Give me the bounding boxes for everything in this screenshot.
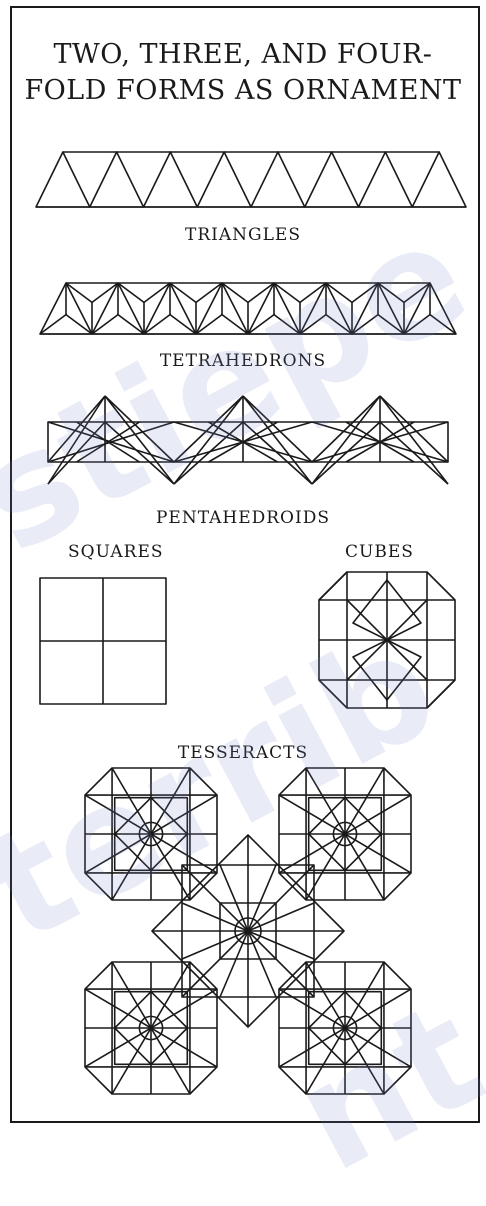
tetra-edge <box>378 283 404 302</box>
tetra-edge <box>144 315 170 334</box>
tetra-edge <box>352 315 378 334</box>
triangle-mark <box>251 152 305 207</box>
triangle-mark <box>305 152 359 207</box>
tetra-edge <box>118 283 144 302</box>
tetra-edge <box>430 315 456 334</box>
tetra-edge <box>352 283 378 302</box>
tetra-edge <box>248 283 274 302</box>
tetra-edge <box>274 315 300 334</box>
triangle-mark <box>412 152 466 207</box>
triangles-band <box>0 0 486 1126</box>
tetra-edge <box>92 315 118 334</box>
caption-triangles: TRIANGLES <box>0 225 486 245</box>
penta-outline <box>312 396 380 484</box>
ornament-plate: TWO, THREE, AND FOUR- FOLD FORMS AS ORNA… <box>0 0 486 1126</box>
tetra-edge <box>274 283 300 302</box>
tetra-edge <box>222 283 248 302</box>
penta-outline <box>243 396 312 484</box>
tetra-edge <box>196 283 222 302</box>
penta-outline <box>380 396 448 484</box>
tetra-edge <box>170 283 196 302</box>
caption-squares: SQUARES <box>68 542 164 562</box>
tetra-edge <box>196 315 222 334</box>
tetra-edge <box>92 283 118 302</box>
caption-cubes: CUBES <box>345 542 414 562</box>
tetra-edge <box>248 315 274 334</box>
tetra-edge <box>404 315 430 334</box>
tetra-edge <box>40 315 66 334</box>
tetra-edge <box>118 315 144 334</box>
triangle-mark <box>359 152 413 207</box>
triangle-mark <box>144 152 198 207</box>
triangle-mark <box>36 152 90 207</box>
triangle-mark <box>90 152 144 207</box>
caption-tesseracts: TESSERACTS <box>0 743 486 763</box>
penta-outline <box>48 396 105 484</box>
cube-edge <box>319 572 347 600</box>
cube-edge <box>427 680 455 708</box>
tetra-edge <box>144 283 170 302</box>
tetra-edge <box>326 283 352 302</box>
caption-tetrahedrons: TETRAHEDRONS <box>0 351 486 371</box>
tetra-edge <box>300 283 326 302</box>
tetra-edge <box>404 283 430 302</box>
tetra-edge <box>378 315 404 334</box>
tetra-edge <box>66 315 92 334</box>
penta-outline <box>174 396 243 484</box>
triangle-mark <box>197 152 251 207</box>
caption-pentahedroids: PENTAHEDROIDS <box>0 508 486 528</box>
tetra-edge <box>170 315 196 334</box>
tetra-edge <box>222 315 248 334</box>
tetra-edge <box>300 315 326 334</box>
tetra-edge <box>326 315 352 334</box>
tetra-edge <box>66 283 92 302</box>
